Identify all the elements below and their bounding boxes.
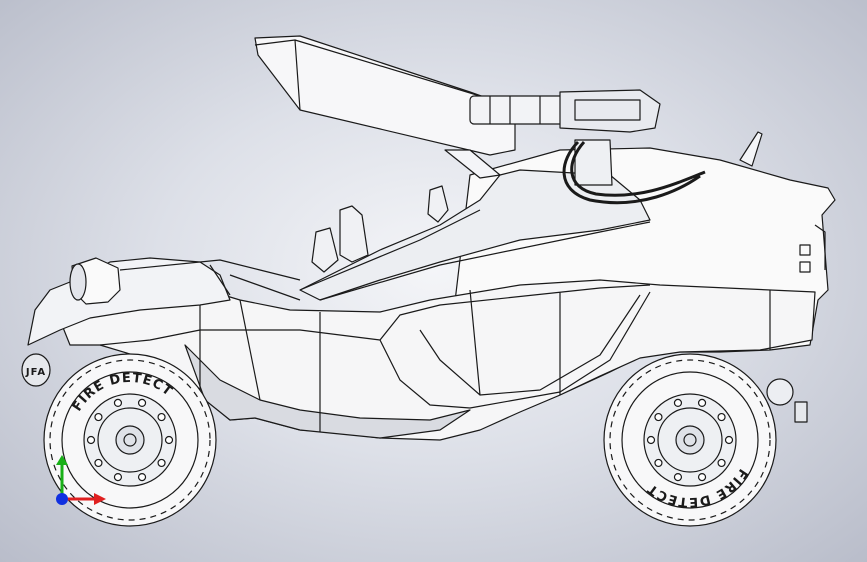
front-wheel [43,353,217,527]
lug-nut [654,458,663,468]
lug-nut [697,472,707,482]
lug-nut [94,412,103,422]
y-axis-arrowhead [56,455,68,465]
turret-mount [574,139,613,186]
lug-nut [673,398,683,408]
lug-nut [113,398,123,408]
cannon-details [489,96,641,124]
lug-nut [157,412,166,422]
front-hood-line [119,259,301,301]
windshield-edge [299,209,651,301]
rear-wheel [603,353,777,527]
lug-nut [724,435,734,445]
turret-arm [444,149,501,179]
lower-flank [184,344,471,439]
wheel-lug-nuts [86,398,734,482]
z-axis-dot [56,493,68,505]
rear-lights [799,224,826,273]
lug-nut [717,458,726,468]
cannon-barrel [469,95,566,125]
water-hose [562,140,706,205]
body-sculpt-lines [99,284,771,432]
lug-nut [164,435,174,445]
lug-nut [673,472,683,482]
launcher-pod-edge [254,39,481,111]
front-badge [21,353,51,387]
axis-triad[interactable] [50,455,110,515]
x-axis-arrowhead [94,493,106,505]
tow-bracket [794,401,808,423]
rear-seat [427,185,449,223]
lug-nut [137,398,147,408]
lug-nut [86,435,96,445]
lug-nut [697,398,707,408]
headlight-lens [69,263,87,301]
antenna [739,131,763,167]
lug-nut [646,435,656,445]
lug-nut [113,472,123,482]
passenger-seat [311,227,339,273]
driver-seat [339,205,369,263]
lug-nut [654,412,663,422]
lug-nut [137,472,147,482]
lug-nut [94,458,103,468]
lug-nut [157,458,166,468]
front-badge-text: JFA [25,367,46,378]
launcher-pod [254,35,516,156]
tow-hitch [766,378,794,406]
lug-nut [717,412,726,422]
